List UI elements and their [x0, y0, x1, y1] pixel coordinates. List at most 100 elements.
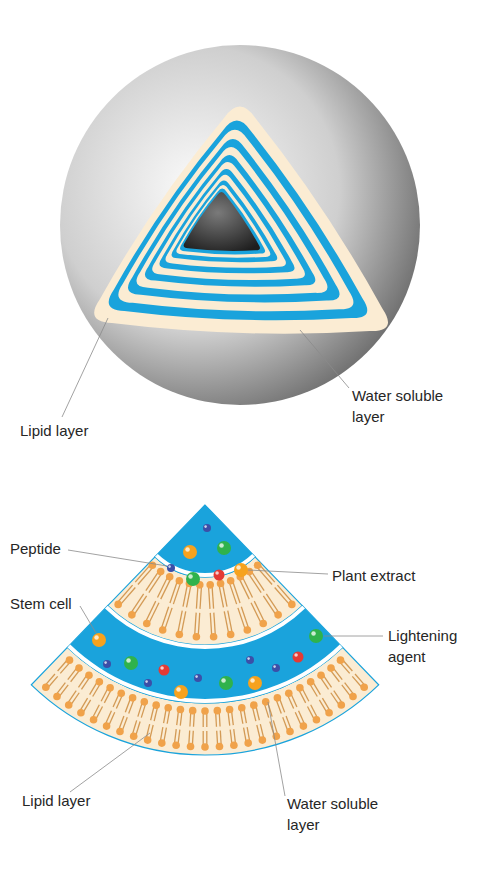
lipid-head	[157, 568, 165, 576]
lipid-head	[53, 693, 61, 701]
lipid-head	[206, 581, 214, 589]
particle-shine	[94, 635, 98, 639]
lipid-head	[172, 741, 180, 749]
lipid-head	[210, 633, 218, 641]
particle-shine	[168, 565, 171, 568]
lipid-head	[77, 709, 85, 717]
lipid-head	[189, 707, 197, 715]
lipid-tail	[263, 596, 276, 616]
part-label: Lightening agent	[388, 625, 476, 667]
lipid-head	[216, 743, 224, 751]
lipid-tail	[183, 583, 188, 607]
part-label: Lipid layer	[20, 420, 88, 441]
lipid-tail	[130, 594, 143, 614]
band-edge	[67, 645, 342, 703]
particle-shine	[273, 665, 276, 668]
lipid-head	[317, 671, 325, 679]
lipid-head	[159, 626, 167, 634]
lipid-head	[274, 611, 282, 619]
lipid-head	[103, 722, 111, 730]
particle	[203, 524, 211, 532]
lipid-head	[285, 689, 293, 697]
lipid-tail	[241, 607, 249, 630]
particle	[272, 664, 280, 672]
particle	[183, 545, 197, 559]
particle	[103, 660, 111, 668]
lipid-tail	[158, 576, 169, 598]
particle	[186, 572, 200, 586]
lipid-head	[238, 704, 246, 712]
lipid-head	[230, 741, 238, 749]
lipid-tail	[232, 580, 240, 603]
lipid-head	[214, 707, 222, 715]
water-core	[155, 505, 255, 577]
lipid-tail	[178, 611, 183, 635]
particle	[144, 679, 152, 687]
lipid-head	[201, 707, 209, 715]
particle-shine	[247, 657, 250, 660]
particle-shine	[104, 661, 107, 664]
lipid-head	[106, 684, 114, 692]
lipid-head	[338, 701, 346, 709]
lipid-head	[244, 626, 252, 634]
lipid-head	[226, 706, 234, 714]
lipid-head	[96, 678, 104, 686]
lipid-tail	[198, 613, 200, 637]
lipid-head	[144, 736, 152, 744]
particle	[194, 674, 202, 682]
particle	[174, 685, 188, 699]
lipid-tail	[164, 608, 172, 631]
part-label: Plant extract	[332, 565, 415, 586]
lipid-head	[259, 736, 267, 744]
lipid-head	[75, 664, 83, 672]
particle-shine	[236, 565, 240, 569]
particle	[214, 570, 225, 581]
lipid-head	[201, 743, 209, 751]
lipid-tail	[117, 585, 133, 603]
lipid-head	[90, 716, 98, 724]
sphere	[60, 45, 420, 405]
band-edge	[105, 606, 305, 649]
lipid-head	[117, 689, 125, 697]
particle-shine	[294, 653, 298, 657]
lipid-head	[166, 573, 174, 581]
lipid-head	[327, 664, 335, 672]
lipid-head	[128, 611, 136, 619]
particle	[92, 633, 106, 647]
lipid-tail	[146, 571, 159, 591]
lipid-tail	[219, 584, 224, 608]
particle-shine	[215, 571, 219, 575]
lipid-head	[244, 739, 252, 747]
part-label: Water soluble layer	[352, 385, 462, 427]
particle	[217, 541, 231, 555]
lipid-head	[325, 709, 333, 717]
particle-shine	[188, 574, 192, 578]
lipid-bilayer	[42, 561, 368, 750]
particle-shine	[311, 631, 315, 635]
lipid-tail	[256, 566, 272, 584]
lipid-head	[254, 561, 262, 569]
particle-shine	[185, 547, 189, 551]
lipid-head	[116, 728, 124, 736]
lipid-head	[187, 743, 195, 751]
lipid-head	[307, 678, 315, 686]
particle-shine	[250, 678, 254, 682]
lipid-head	[129, 694, 137, 702]
lipid-head	[176, 631, 184, 639]
particle	[234, 563, 248, 577]
particle	[248, 676, 262, 690]
particle-shine	[160, 666, 164, 670]
lipid-tail	[170, 580, 178, 603]
lipid-tail	[239, 578, 250, 600]
particle-shine	[176, 687, 180, 691]
lipid-head	[337, 656, 345, 664]
lipid-head	[65, 701, 73, 709]
lipid-head	[158, 739, 166, 747]
lipid-head	[164, 704, 172, 712]
lipid-head	[360, 683, 368, 691]
particle	[219, 676, 233, 690]
lipid-head	[296, 684, 304, 692]
lipid-head	[152, 701, 160, 709]
lipid-head	[193, 633, 201, 641]
